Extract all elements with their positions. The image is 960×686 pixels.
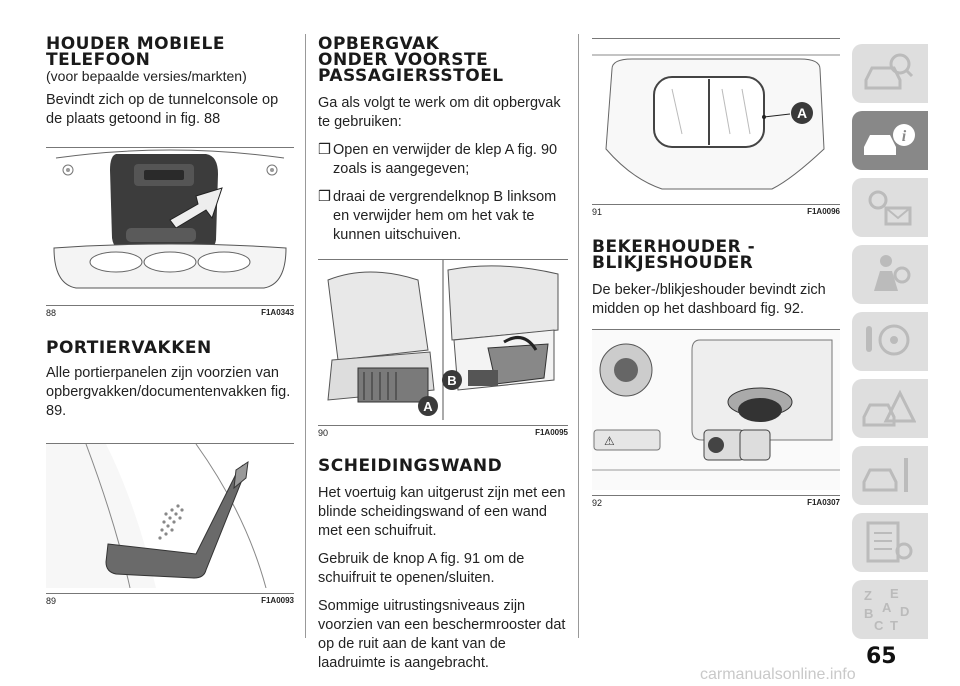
phone-text: Bevindt zich op de tunnelconsole op de p… — [46, 92, 279, 127]
page-number: 65 — [866, 644, 897, 669]
checkbox-bullet-icon: ❒ — [318, 142, 331, 158]
partition-window-illustration: A — [592, 54, 840, 190]
figure-92-caption: 92 F1A0307 — [592, 498, 840, 508]
phone-holder-illustration — [53, 149, 287, 289]
label-b: B — [447, 373, 456, 388]
svg-text:⚠: ⚠ — [604, 434, 615, 448]
tab-emergency[interactable] — [852, 379, 928, 438]
figure-88-caption: 88 F1A0343 — [46, 308, 294, 318]
partition-text-3: Sommige uitrustingsniveaus zijn voorzien… — [318, 598, 566, 671]
heading-under-seat-storage: OPBERGVAK ONDER VOORSTE PASSAGIERSSTOEL — [318, 34, 504, 86]
car-info-icon: i — [864, 124, 915, 155]
label-a: A — [423, 399, 433, 414]
tab-warning-lights[interactable] — [852, 178, 928, 237]
heading-partition: SCHEIDINGSWAND — [318, 456, 503, 476]
figure-91: A — [592, 38, 840, 205]
partition-text-1: Het voertuig kan uitgerust zijn met een … — [318, 485, 566, 539]
doors-text: Alle portierpanelen zijn voorzien van op… — [46, 365, 291, 419]
car-hazard-icon — [862, 389, 916, 427]
svg-text:i: i — [902, 128, 907, 145]
cup-holder-illustration: ⚠ — [592, 330, 840, 490]
column-left: HOUDER MOBIELE TELEFOON (voor bepaalde v… — [46, 36, 294, 606]
figure-88 — [46, 147, 294, 306]
figure-number: 89 — [46, 596, 57, 606]
tab-car-info[interactable]: i — [852, 111, 928, 170]
figure-89 — [46, 443, 294, 594]
svg-text:A: A — [882, 600, 892, 615]
svg-text:E: E — [890, 586, 899, 601]
tab-maintenance[interactable] — [852, 446, 928, 505]
figure-number: 92 — [592, 498, 603, 508]
bullet-text: Open en verwijder de klep A fig. 90 zoal… — [333, 142, 558, 177]
watermark[interactable]: carmanualsonline.info — [700, 666, 856, 683]
figure-number: 91 — [592, 207, 603, 217]
figure-90-caption: 90 F1A0095 — [318, 428, 568, 438]
figure-92: ⚠ — [592, 329, 840, 496]
figure-code: F1A0343 — [261, 308, 294, 317]
figure-code: F1A0307 — [807, 498, 840, 507]
storage-text: Ga als volgt te werk om dit opbergvak te… — [318, 95, 561, 130]
figure-code: F1A0096 — [807, 207, 840, 216]
column-right: A 91 F1A0096 BEKERHOUDER - BLIKJESHOUDER… — [592, 38, 840, 508]
car-search-icon — [864, 53, 914, 90]
specs-list-icon — [866, 521, 913, 563]
checkbox-bullet-icon: ❒ — [318, 189, 331, 205]
figure-code: F1A0095 — [535, 428, 568, 437]
tab-car-search[interactable] — [852, 44, 928, 103]
figure-number: 88 — [46, 308, 57, 318]
warning-lights-icon — [868, 190, 912, 226]
label-a: A — [797, 105, 807, 121]
steering-key-icon — [866, 324, 910, 356]
svg-text:D: D — [900, 604, 909, 619]
chapter-tabs: i — [852, 44, 932, 647]
figure-number: 90 — [318, 428, 329, 438]
list-item: ❒ Open en verwijder de klep A fig. 90 zo… — [318, 141, 568, 179]
svg-text:C: C — [874, 618, 884, 632]
column-divider — [578, 34, 579, 638]
partition-text-2: Gebruik de knop A fig. 91 om de schuifru… — [318, 551, 525, 586]
figure-91-caption: 91 F1A0096 — [592, 207, 840, 217]
list-item: ❒ draai de vergrendelknop B linksom en v… — [318, 188, 568, 245]
door-pocket-illustration — [46, 443, 267, 589]
heading-door-pockets: PORTIERVAKKEN — [46, 338, 212, 358]
svg-text:T: T — [890, 618, 898, 632]
heading-phone-holder: HOUDER MOBIELE TELEFOON — [46, 34, 225, 70]
column-divider — [305, 34, 306, 638]
tab-starting-driving[interactable] — [852, 312, 928, 371]
airbag-person-icon — [874, 255, 911, 291]
car-tools-icon — [862, 458, 908, 492]
heading-cup-holder: BEKERHOUDER - BLIKJESHOUDER — [592, 237, 756, 273]
figure-90: A B — [318, 259, 568, 426]
svg-text:Z: Z — [864, 588, 872, 603]
cup-text: De beker-/blikjeshouder bevindt zich mid… — [592, 282, 826, 317]
phone-subtitle: (voor bepaalde versies/markten) — [46, 68, 247, 84]
tab-safety[interactable] — [852, 245, 928, 304]
figure-89-caption: 89 F1A0093 — [46, 596, 294, 606]
svg-text:B: B — [864, 606, 873, 621]
bullet-text: draai de vergrendelknop B linksom en ver… — [333, 189, 557, 243]
column-middle: OPBERGVAK ONDER VOORSTE PASSAGIERSSTOEL … — [318, 36, 568, 682]
figure-code: F1A0093 — [261, 596, 294, 605]
tab-technical-data[interactable] — [852, 513, 928, 572]
under-seat-storage-illustration: A B — [327, 260, 559, 420]
